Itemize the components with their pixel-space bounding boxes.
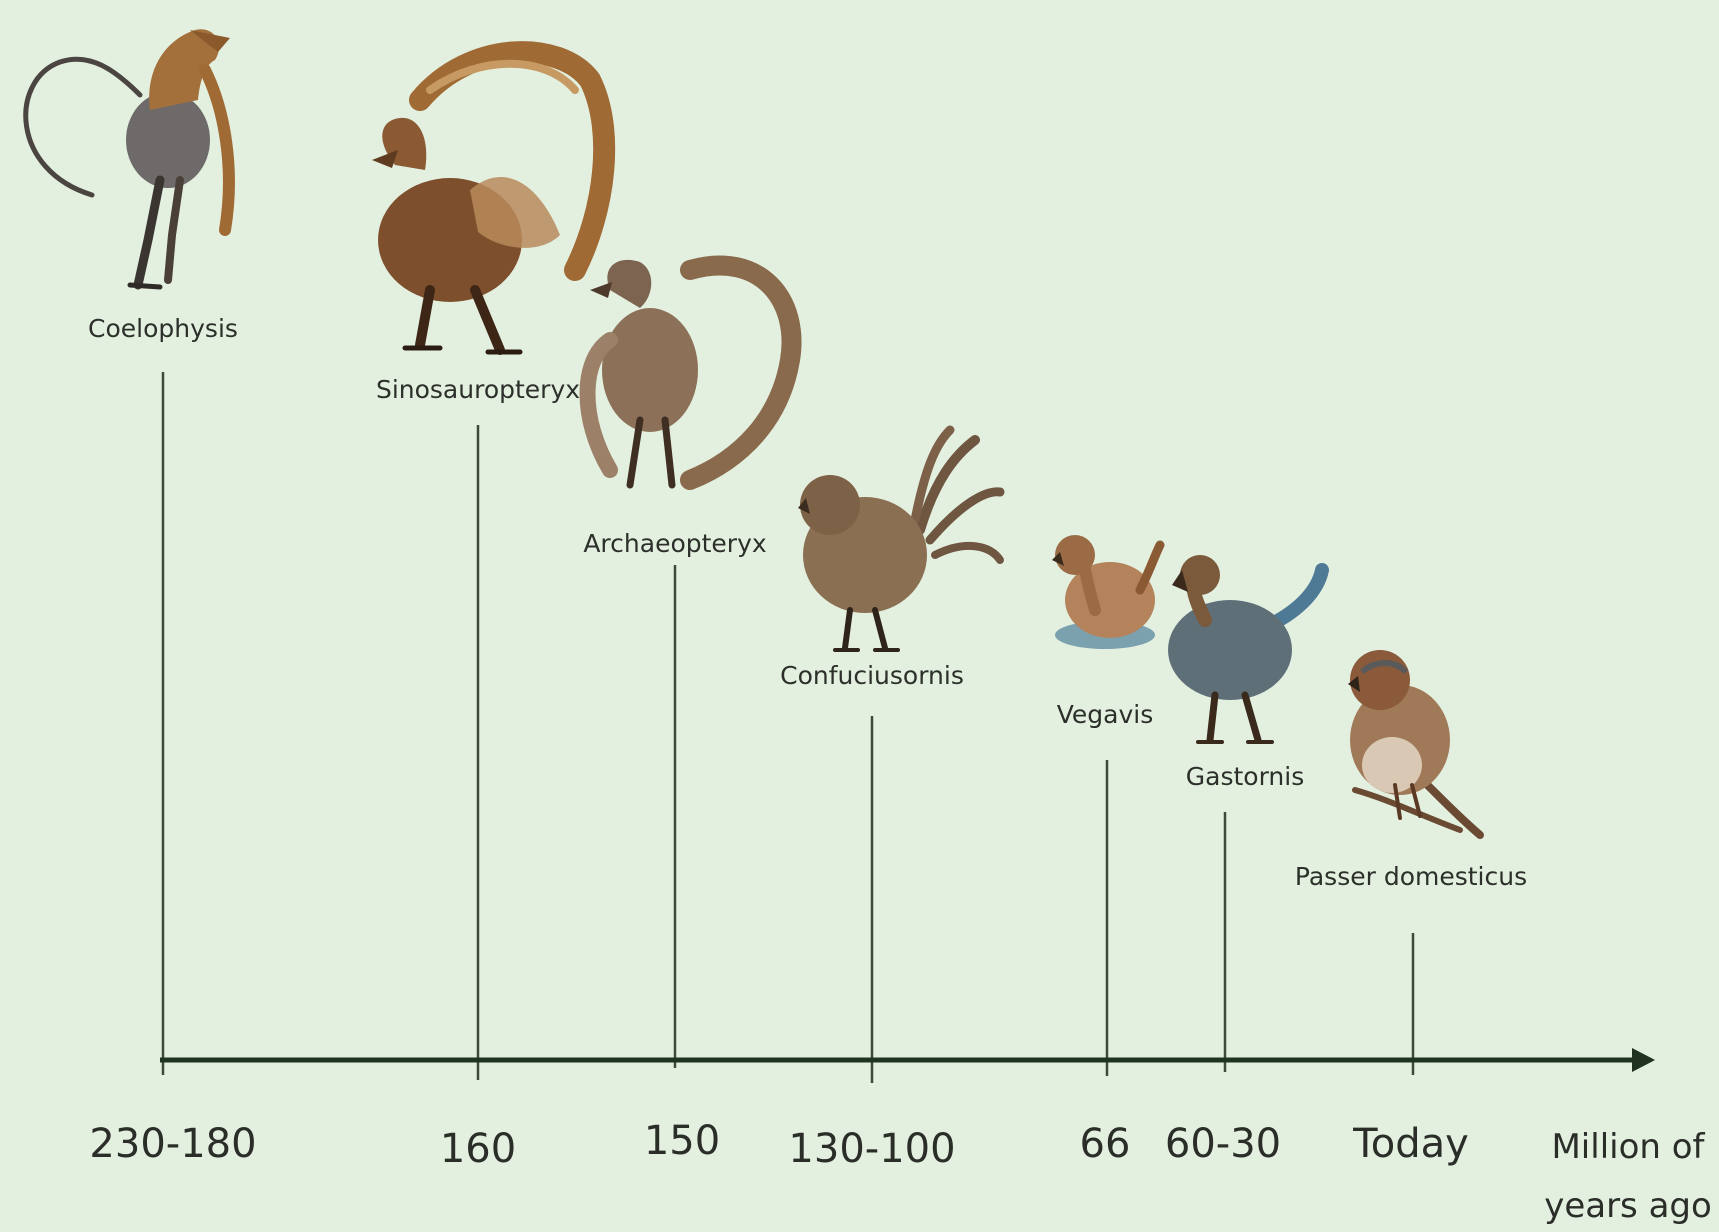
archaeopteryx-icon (588, 260, 792, 485)
vegavis-icon (1052, 535, 1160, 649)
date-today: Today (1352, 1121, 1469, 1167)
date-coelophysis: 230-180 (89, 1121, 256, 1167)
date-sinosauropteryx: 160 (440, 1126, 516, 1172)
date-confuciusornis: 130-100 (788, 1126, 955, 1172)
label-gastornis: Gastornis (1186, 762, 1304, 791)
label-passer-domesticus: Passer domesticus (1295, 862, 1527, 891)
sinosauropteryx-icon (372, 52, 604, 352)
confuciusornis-icon (798, 430, 1000, 650)
label-vegavis: Vegavis (1057, 700, 1154, 729)
sparrow-icon (1348, 650, 1480, 835)
label-confuciusornis: Confuciusornis (780, 661, 964, 690)
label-sinosauropteryx: Sinosauropteryx (376, 375, 580, 404)
date-archaeopteryx: 150 (644, 1118, 720, 1164)
axis-unit-label-line2: years ago (1544, 1186, 1712, 1226)
coelophysis-icon (26, 29, 230, 287)
label-archaeopteryx: Archaeopteryx (583, 529, 766, 558)
date-gastornis: 60-30 (1165, 1121, 1281, 1167)
date-vegavis: 66 (1080, 1121, 1131, 1167)
axis-unit-label-line1: Million of (1551, 1127, 1705, 1167)
axis-arrowhead (1632, 1048, 1655, 1072)
label-coelophysis: Coelophysis (88, 314, 238, 343)
gastornis-icon (1168, 555, 1322, 742)
